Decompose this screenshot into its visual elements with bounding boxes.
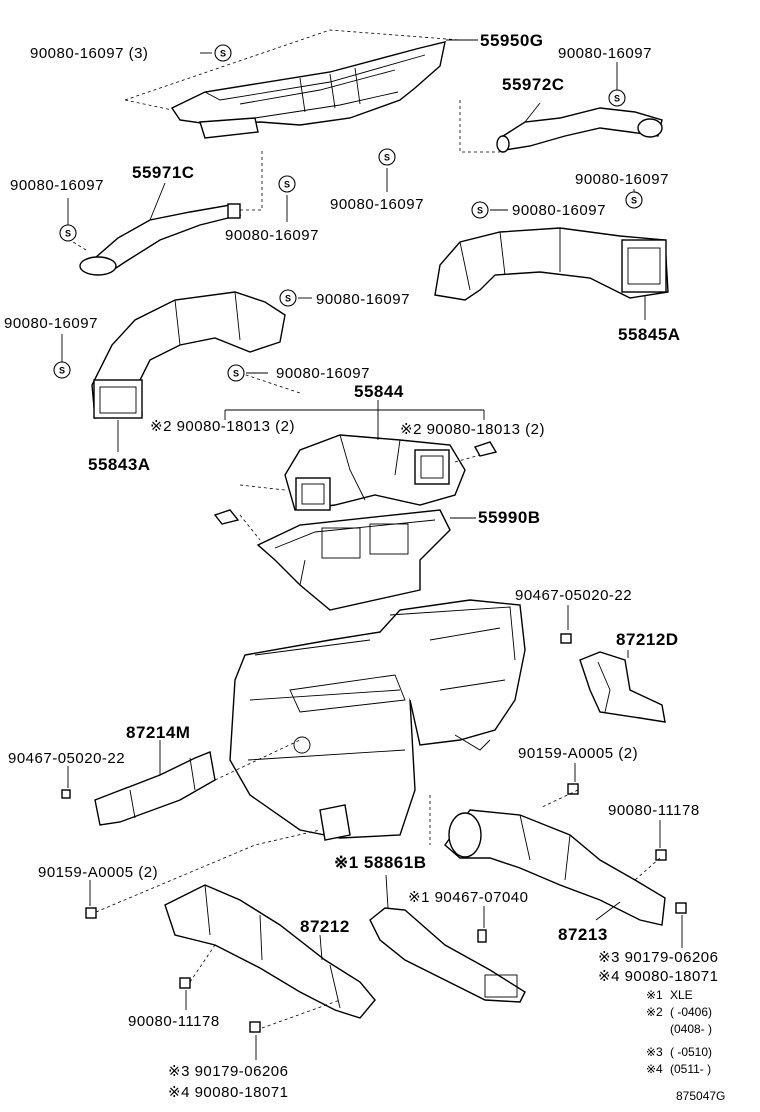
center-duct-55844 — [284, 434, 466, 511]
s-symbol: S — [278, 175, 296, 193]
callout-label: 90159-A0005 (2) — [38, 864, 158, 881]
callout-label: 87213 — [558, 925, 608, 944]
callout-label: 90080-16097 — [575, 171, 669, 188]
svg-text:S: S — [631, 196, 637, 206]
callout-label: ※4 90080-18071 — [598, 968, 719, 985]
callout-label: 87212 — [300, 917, 350, 936]
callout-label: ※2 90080-18013 (2) — [400, 421, 545, 438]
svg-text:S: S — [233, 369, 239, 379]
callout-label: 90080-11178 — [128, 1013, 220, 1030]
legend-mark: ※2 — [646, 1005, 663, 1019]
callout-label: 90080-16097 — [512, 202, 606, 219]
callout-label: 55845A — [618, 325, 681, 344]
svg-text:S: S — [477, 206, 483, 216]
legend-text: XLE — [670, 988, 693, 1002]
callout-label: 90080-16097 — [225, 227, 319, 244]
svg-text:S: S — [285, 294, 291, 304]
leader-lines — [61, 39, 683, 1060]
callout-label: ※3 90179-06206 — [598, 949, 719, 966]
vent-duct-55845a — [434, 227, 669, 301]
callout-label: 90159-A0005 (2) — [518, 745, 638, 762]
duct-87213 — [444, 809, 666, 926]
legend-text: (0511- ) — [670, 1062, 711, 1076]
callout-label: ※3 90179-06206 — [168, 1063, 289, 1080]
legend-notes: ※1 XLE ※2 ( -0406) (0408- ) ※3 ( -0510) … — [646, 988, 725, 1103]
diagram-code: 875047G — [676, 1089, 725, 1103]
legend-mark: ※4 — [646, 1062, 663, 1076]
s-symbol: S — [279, 289, 297, 307]
register-frame-55990b — [256, 509, 451, 611]
callout-label: ※2 90080-18013 (2) — [150, 418, 295, 435]
callout-label: 90080-16097 (3) — [30, 45, 148, 62]
callout-label: 90467-05020-22 — [8, 750, 125, 767]
callout-label: 87212D — [616, 630, 679, 649]
s-symbol: S — [471, 201, 489, 219]
callout-label: ※4 90080-18071 — [168, 1084, 289, 1101]
callout-label: 55950G — [480, 31, 544, 50]
svg-text:S: S — [59, 366, 65, 376]
legend-text: ( -0406) — [670, 1005, 712, 1019]
s-symbol: S — [378, 148, 396, 166]
s-symbol: S — [53, 361, 71, 379]
defroster-nozzle-55950g — [170, 41, 446, 139]
s-symbol: S — [214, 44, 232, 62]
s-symbol: S — [625, 191, 643, 209]
callout-label: 90080-16097 — [316, 291, 410, 308]
legend-mark: ※3 — [646, 1045, 663, 1059]
callout-label: 90080-16097 — [330, 196, 424, 213]
duct-87212 — [164, 884, 376, 1019]
s-symbol: S — [59, 224, 77, 242]
callout-label: 55844 — [354, 382, 404, 401]
callout-label: ※1 58861B — [334, 853, 426, 872]
callout-label: 90080-16097 — [558, 45, 652, 62]
s-symbols: S S S S S S S S S S — [53, 44, 643, 382]
legend-text: (0408- ) — [670, 1022, 712, 1036]
callout-label: ※1 90467-07040 — [408, 889, 529, 906]
callout-label: 55843A — [88, 455, 151, 474]
callout-label: 90080-16097 — [4, 315, 98, 332]
callout-label: 55972C — [502, 75, 565, 94]
legend-mark: ※1 — [646, 988, 663, 1002]
svg-text:S: S — [220, 49, 226, 59]
callout-label: 90080-16097 — [276, 365, 370, 382]
callout-label: 87214M — [126, 723, 190, 742]
vent-duct-55843a — [91, 291, 286, 419]
legend-text: ( -0510) — [670, 1045, 712, 1059]
svg-text:S: S — [614, 94, 620, 104]
s-symbol: S — [227, 364, 245, 382]
dashed-guide-lines — [69, 29, 661, 1029]
callout-label: 55971C — [132, 163, 195, 182]
part-labels: 90080-16097 (3) 55950G 90080-16097 55972… — [4, 31, 719, 1101]
svg-text:S: S — [284, 180, 290, 190]
callout-label: 55990B — [478, 508, 541, 527]
callout-label: 90467-05020-22 — [515, 587, 632, 604]
duct-58861b — [369, 907, 526, 1003]
clip-fasteners — [61, 441, 687, 1033]
callout-label: 90080-16097 — [10, 177, 104, 194]
duct-87212d — [579, 651, 666, 723]
heater-unit-assembly — [229, 599, 526, 841]
s-symbol: S — [608, 89, 626, 107]
svg-text:S: S — [384, 153, 390, 163]
svg-text:S: S — [65, 229, 71, 239]
callout-label: 90080-11178 — [608, 802, 700, 819]
side-duct-55971c — [79, 203, 242, 276]
side-duct-55972c — [496, 107, 663, 153]
